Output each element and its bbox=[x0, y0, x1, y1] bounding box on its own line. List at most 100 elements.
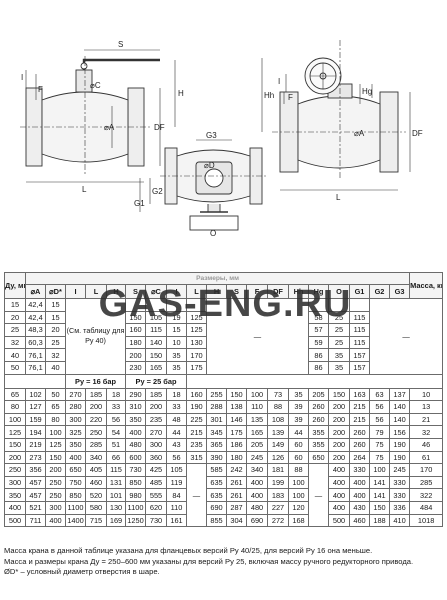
table-cell: 56 bbox=[369, 412, 390, 427]
table-cell: 54 bbox=[106, 425, 126, 439]
table-cell: 300 bbox=[65, 412, 86, 427]
dimensions-table: Ду, мм Размеры, мм Масса, кг ⌀A⌀D*ILHS⌀C… bbox=[4, 272, 444, 528]
table-cell: 457 bbox=[25, 475, 46, 490]
table-cell: 200 bbox=[85, 400, 107, 414]
table-cell: 1100 bbox=[125, 500, 146, 515]
table-cell: 140 bbox=[388, 412, 411, 427]
header-col: ⌀C bbox=[145, 284, 167, 299]
table-cell: 300 bbox=[45, 500, 66, 515]
table-cell: 161 bbox=[166, 513, 187, 528]
table-cell: 63 bbox=[369, 387, 390, 402]
table-cell: 280 bbox=[65, 400, 86, 414]
table-cell: 288 bbox=[206, 400, 227, 414]
table-cell: 330 bbox=[349, 463, 370, 477]
table-cell: 219 bbox=[25, 437, 46, 452]
table-cell: 42,4 bbox=[25, 310, 46, 325]
table-cell: 340 bbox=[246, 463, 268, 477]
table-cell: 165 bbox=[246, 425, 268, 439]
table-cell: 690 bbox=[246, 513, 268, 528]
table-cell: 137 bbox=[388, 387, 411, 402]
table-cell: 32 bbox=[4, 335, 26, 350]
dash-cell: — bbox=[186, 463, 207, 528]
table-cell: 260 bbox=[308, 412, 329, 427]
table-cell: 50 bbox=[4, 360, 26, 375]
pressure-25-label: Ру = 25 бар bbox=[125, 373, 187, 389]
header-col: Hh bbox=[288, 284, 309, 299]
table-cell: 310 bbox=[125, 400, 146, 414]
table-cell: 170 bbox=[186, 348, 207, 362]
table-cell: 355 bbox=[308, 425, 329, 439]
blank-cell bbox=[4, 373, 66, 389]
table-cell: 330 bbox=[388, 488, 411, 502]
table-cell: 635 bbox=[206, 475, 227, 490]
table-cell: 150 bbox=[125, 310, 146, 325]
table-cell: 131 bbox=[106, 475, 126, 490]
table-cell: 120 bbox=[288, 500, 309, 515]
header-col: O bbox=[328, 284, 350, 299]
table-cell: 33 bbox=[106, 400, 126, 414]
table-cell: 230 bbox=[125, 360, 146, 375]
table-cell: 150 bbox=[226, 387, 247, 402]
header-col: L bbox=[186, 284, 207, 299]
table-cell: 48 bbox=[166, 412, 187, 427]
table-cell: 150 bbox=[145, 348, 167, 362]
table-cell: 345 bbox=[206, 425, 227, 439]
table-cell: 58 bbox=[308, 310, 329, 325]
table-cell: 39 bbox=[288, 400, 309, 414]
table-cell: 175 bbox=[186, 360, 207, 375]
table-cell: 25 bbox=[328, 310, 350, 325]
header-col: S bbox=[226, 284, 247, 299]
table-cell: 65 bbox=[4, 387, 26, 402]
table-cell: 115 bbox=[106, 463, 126, 477]
blank-cell bbox=[185, 373, 444, 389]
table-cell: 42,4 bbox=[25, 298, 46, 312]
table-cell: 180 bbox=[125, 335, 146, 350]
table-cell: 19 bbox=[166, 310, 187, 325]
dim-i2-label: I bbox=[278, 77, 280, 86]
table-cell: 250 bbox=[45, 488, 66, 502]
dim-i-label: I bbox=[21, 73, 23, 82]
header-dimensions-title: Размеры, мм bbox=[24, 272, 411, 285]
table-cell: 250 bbox=[85, 425, 107, 439]
table-cell: 156 bbox=[388, 425, 411, 439]
footnote-3: ØD* – условный диаметр отверстия в шаре. bbox=[4, 567, 160, 576]
table-cell: 460 bbox=[85, 475, 107, 490]
table-cell: 350 bbox=[4, 488, 26, 502]
table-cell: 165 bbox=[145, 360, 167, 375]
dim-o-label: O bbox=[210, 229, 216, 238]
table-cell: 400 bbox=[328, 463, 350, 477]
table-cell: 425 bbox=[145, 463, 167, 477]
table-cell: 102 bbox=[25, 387, 46, 402]
table-cell: 264 bbox=[349, 450, 370, 465]
table-cell: 60 bbox=[288, 450, 309, 465]
table-cell: 80 bbox=[45, 412, 66, 427]
table-cell: 200 bbox=[328, 437, 350, 452]
table-cell: 480 bbox=[246, 500, 268, 515]
table-cell: 115 bbox=[145, 323, 167, 337]
table-cell: 270 bbox=[65, 387, 86, 402]
table-cell: 115 bbox=[349, 335, 370, 350]
table-cell: 101 bbox=[106, 488, 126, 502]
table-cell: 190 bbox=[388, 437, 411, 452]
table-cell: 690 bbox=[206, 500, 227, 515]
table-cell bbox=[145, 298, 167, 312]
table-cell: 336 bbox=[388, 500, 411, 515]
table-cell: 88 bbox=[267, 400, 289, 414]
table-cell: 160 bbox=[186, 387, 207, 402]
header-mass: Масса, кг bbox=[409, 272, 444, 299]
table-cell: 25 bbox=[328, 335, 350, 350]
table-cell: 287 bbox=[226, 500, 247, 515]
table-cell: 272 bbox=[267, 513, 289, 528]
table-cell: 39 bbox=[288, 412, 309, 427]
table-cell: 35 bbox=[328, 348, 350, 362]
table-cell: 400 bbox=[246, 475, 268, 490]
header-col: S bbox=[125, 284, 146, 299]
table-cell: 500 bbox=[4, 513, 26, 528]
